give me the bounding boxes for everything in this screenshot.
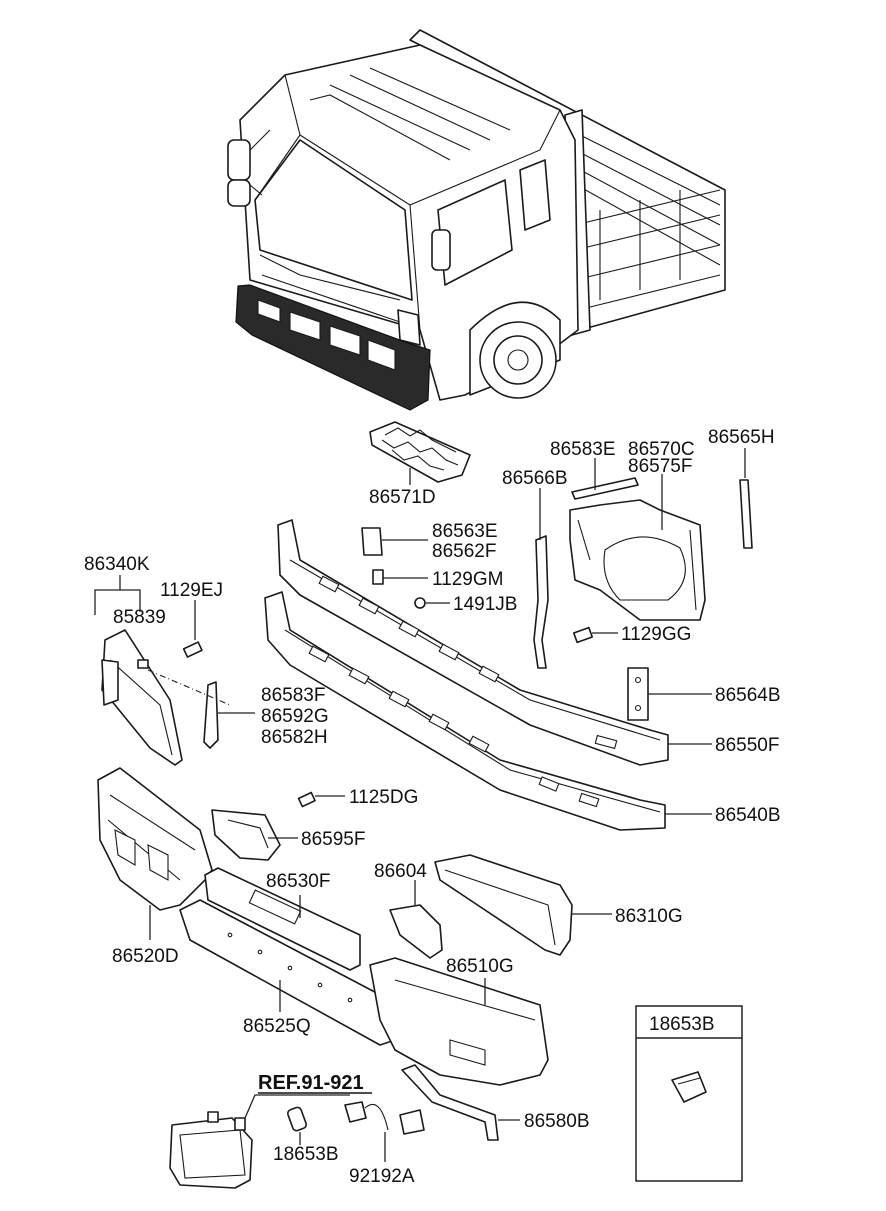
part-86565H-bracket: [739, 448, 753, 549]
bulb-18653B: [286, 1106, 308, 1145]
clip-1491JB: [414, 597, 450, 609]
bolt-1129GG: [572, 626, 618, 644]
label-86562F: 86562F: [432, 541, 496, 562]
label-86520D: 86520D: [112, 946, 179, 967]
label-86510G: 86510G: [446, 956, 514, 977]
part-86564B-plate: [627, 667, 712, 721]
part-86530F-grille: [204, 867, 361, 971]
label-86540B: 86540B: [715, 805, 781, 826]
bolt-1129GM: [372, 569, 428, 585]
part-86340K-side-cover: [94, 575, 183, 766]
part-86583F-bracket: [147, 669, 255, 749]
label-86604: 86604: [374, 861, 427, 882]
bolt-1125DG: [297, 791, 345, 808]
part-86583E-strip: [571, 458, 639, 500]
part-86604-bracket: [389, 880, 443, 959]
label-86563E: 86563E: [432, 521, 498, 542]
label-86565H: 86565H: [708, 427, 775, 448]
label-ref-91-921: REF.91-921: [258, 1072, 364, 1094]
label-86580B: 86580B: [524, 1111, 590, 1132]
label-86575F: 86575F: [628, 456, 692, 477]
part-86520D-bumper: [97, 767, 213, 940]
part-86563E-bracket: [361, 527, 428, 556]
part-86571D-panel: [369, 421, 471, 485]
part-86595F-bracket: [211, 809, 298, 861]
label-1491JB: 1491JB: [453, 594, 517, 615]
label-86582H: 86582H: [261, 727, 328, 748]
label-86530F: 86530F: [266, 871, 330, 892]
fog-lamp-assembly: [169, 1094, 350, 1189]
part-86310G-cover: [434, 854, 612, 956]
callout-labels: 86571D 86583E 86570C 86565H 86575F 86566…: [84, 427, 781, 1187]
part-86510G-bumper: [369, 957, 549, 1086]
label-1125DG: 1125DG: [349, 787, 418, 808]
label-86583F: 86583F: [261, 685, 325, 706]
label-92192A: 92192A: [349, 1166, 415, 1187]
label-86583E: 86583E: [550, 439, 616, 460]
label-85839: 85839: [113, 607, 166, 628]
bolt-1129EJ: [182, 600, 203, 658]
label-86310G: 86310G: [615, 906, 683, 927]
truck-illustration: [227, 29, 726, 411]
part-86566B-bracket: [533, 488, 549, 669]
label-18653B: 18653B: [273, 1144, 339, 1165]
label-18653B-box: 18653B: [649, 1014, 715, 1035]
label-86340K: 86340K: [84, 554, 150, 575]
label-86550F: 86550F: [715, 735, 779, 756]
label-86571D: 86571D: [369, 487, 436, 508]
detail-box-18653B: [635, 1005, 743, 1182]
label-86570C: 86570C: [628, 439, 695, 460]
label-86566B: 86566B: [502, 468, 568, 489]
label-1129GM: 1129GM: [432, 569, 503, 590]
part-86580B-bracket: [401, 1064, 520, 1141]
wire-92192A: [344, 1101, 425, 1162]
label-1129EJ: 1129EJ: [160, 580, 223, 601]
label-86595F: 86595F: [301, 829, 365, 850]
part-86550F-beam: [277, 519, 712, 766]
part-86540B-beam: [264, 591, 712, 831]
part-86570C-frame: [569, 474, 706, 621]
label-86564B: 86564B: [715, 685, 781, 706]
label-86592G: 86592G: [261, 706, 329, 727]
label-86525Q: 86525Q: [243, 1016, 311, 1037]
label-1129GG: 1129GG: [621, 624, 691, 645]
